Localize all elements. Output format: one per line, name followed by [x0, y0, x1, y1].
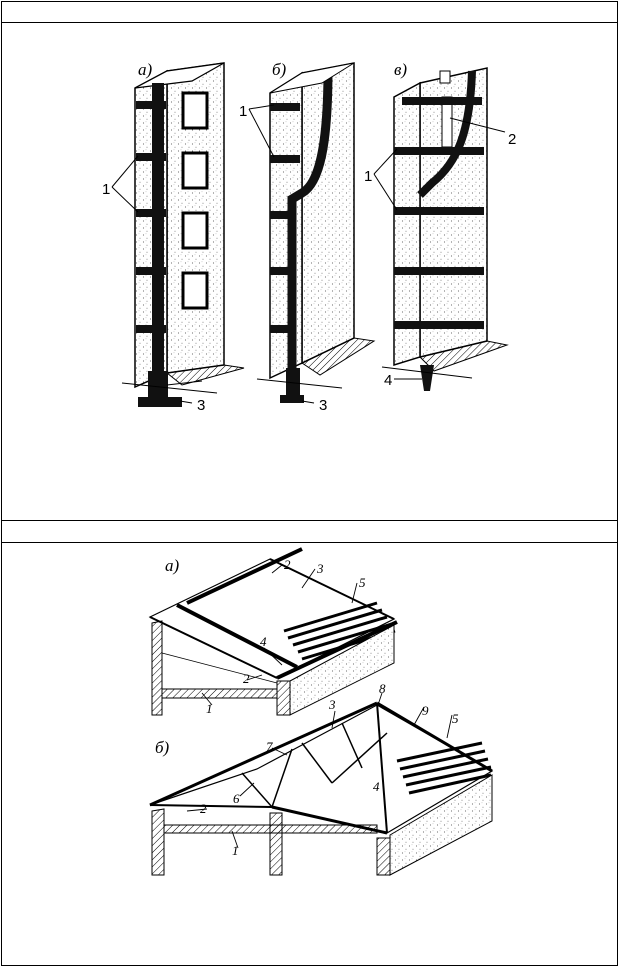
- roof-callout-4-a: 4: [260, 634, 267, 649]
- roof-callout-7: 7: [266, 739, 273, 754]
- roof-callout-5-a: 5: [359, 575, 366, 590]
- callout-1-a: 1: [102, 181, 110, 198]
- roof-callout-5-b: 5: [452, 711, 459, 726]
- wall-a-illustration: [121, 62, 245, 407]
- sublabel-roof-b: б): [155, 738, 170, 757]
- leader-lines: [111, 104, 506, 404]
- roof-callout-1-b: 1: [232, 843, 239, 858]
- roof-callout-2-b: 2: [200, 801, 207, 816]
- table-rule: [2, 542, 617, 543]
- callout-1-c: 1: [364, 168, 372, 185]
- roof-structures-figure: а): [148, 547, 494, 876]
- wall-c-illustration: [381, 67, 509, 391]
- table-rule: [2, 22, 617, 23]
- sublabel-c: в): [394, 60, 407, 79]
- callout-1-b: 1: [239, 103, 247, 120]
- callout-3-b: 3: [319, 397, 327, 414]
- callout-4: 4: [384, 372, 392, 389]
- wall-types-figure: а) б) в) 1 1 1 2 3 3 4: [102, 60, 516, 414]
- roof-callout-1-a: 1: [206, 701, 213, 716]
- roof-callout-3-b: 3: [328, 697, 336, 712]
- roof-callout-2-top: 2: [284, 557, 291, 572]
- roof-callout-6: 6: [233, 791, 240, 806]
- callout-3-a: 3: [197, 397, 205, 414]
- sublabel-a: а): [138, 60, 153, 79]
- roof-callout-2-a: 2: [243, 671, 250, 686]
- roof-callout-3-a: 3: [316, 561, 324, 576]
- roof-leader-lines: [186, 564, 453, 849]
- sublabel-roof-a: а): [165, 556, 180, 575]
- table-rule: [2, 520, 617, 521]
- roof-callout-8: 8: [379, 681, 386, 696]
- flat-roof-illustration: [148, 547, 398, 716]
- wall-b-illustration: [256, 62, 376, 403]
- sublabel-b: б): [272, 60, 287, 79]
- pitched-roof-illustration: [149, 701, 494, 876]
- roof-callout-9: 9: [422, 703, 429, 718]
- roof-callout-4-b: 4: [373, 779, 380, 794]
- callout-2: 2: [508, 131, 516, 148]
